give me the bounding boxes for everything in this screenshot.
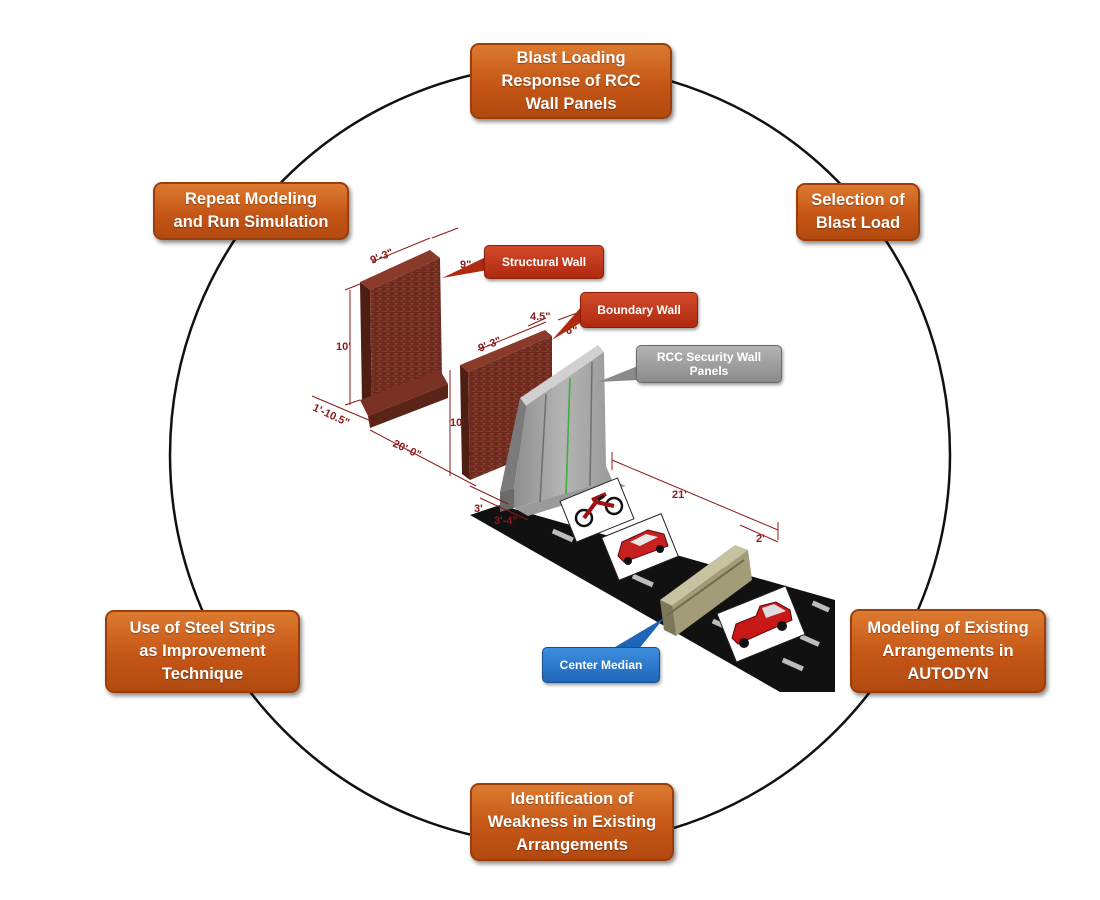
stage-steel-strips: Use of Steel Strips as Improvement Techn…	[105, 610, 300, 693]
callout-pointers	[442, 256, 664, 650]
dim-gap-3: 3'-4"	[494, 515, 518, 527]
motorcycle-card	[559, 477, 635, 543]
dim-median-width: 2'	[756, 533, 765, 545]
dimension-lines	[311, 227, 779, 543]
structural-wall-pointer	[442, 256, 488, 278]
structural-wall	[360, 250, 448, 428]
dim-bw-thick: 6"	[566, 325, 577, 337]
stage-repeat-modeling: Repeat Modeling and Run Simulation	[153, 182, 349, 240]
center-median-block	[660, 545, 752, 636]
suv-card	[601, 513, 679, 581]
stage-identification-weakness: Identification of Weakness in Existing A…	[470, 783, 674, 861]
stage-blast-loading: Blast Loading Response of RCC Wall Panel…	[470, 43, 672, 119]
callout-rcc-security-wall: RCC Security Wall Panels	[636, 345, 782, 383]
dim-sw-base: 1'-10.5"	[311, 402, 351, 429]
stage-selection-blast-load: Selection of Blast Load	[796, 183, 920, 241]
pickup-card	[716, 585, 806, 663]
dim-road-length: 21'	[672, 489, 687, 501]
dim-sw-thick: 9"	[460, 259, 471, 271]
dim-sw-width: 9'-3"	[369, 247, 396, 267]
center-median-pointer	[610, 618, 664, 650]
dim-bw-top: 4.5"	[530, 311, 551, 323]
rcc-wall-pointer	[598, 366, 638, 382]
callout-center-median: Center Median	[542, 647, 660, 683]
callout-boundary-wall: Boundary Wall	[580, 292, 698, 328]
isometric-model: 9'-3" 9" 10' 1'-10.5" 20'-0" 4.5" 9'-3" …	[311, 227, 835, 692]
boundary-wall-pointer	[552, 306, 582, 340]
stage-modeling-existing: Modeling of Existing Arrangements in AUT…	[850, 609, 1046, 693]
dim-gap-2: 3'	[474, 503, 483, 515]
callout-structural-wall: Structural Wall	[484, 245, 604, 279]
dim-sw-height: 10'	[336, 341, 351, 353]
dim-gap-1: 20'-0"	[391, 438, 423, 461]
dim-bw-height: 10'	[450, 417, 465, 429]
